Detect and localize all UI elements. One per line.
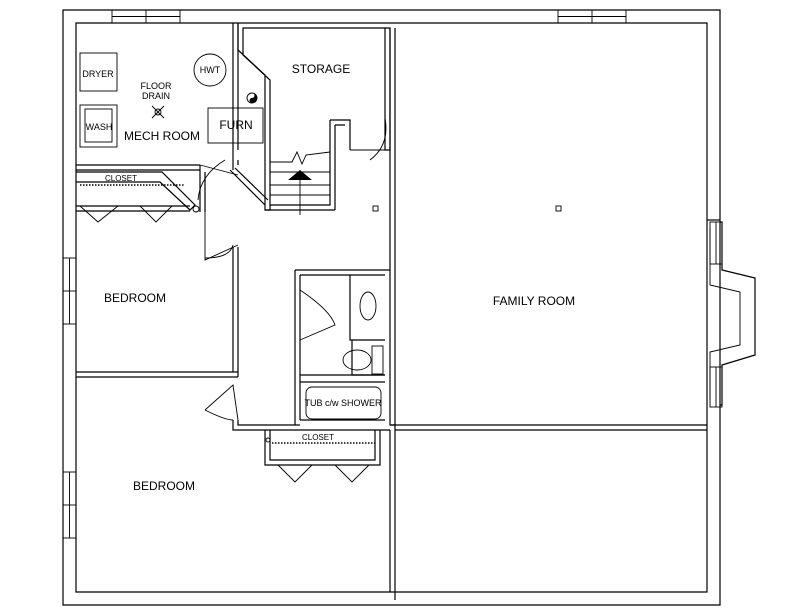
sink xyxy=(359,291,377,321)
support-posts xyxy=(372,205,562,212)
wash-label: WASH xyxy=(86,122,113,132)
dryer-box xyxy=(79,52,118,92)
toilet-bowl xyxy=(342,349,372,371)
bedroom-lower-label: BEDROOM xyxy=(133,479,195,493)
stairs xyxy=(270,150,331,215)
bath-fixtures xyxy=(305,291,384,420)
floor-drain-icon xyxy=(151,105,165,119)
bedroom-upper-label: BEDROOM xyxy=(104,291,166,305)
exterior-walls xyxy=(62,9,721,606)
closet-upper-label: CLOSET xyxy=(105,174,137,183)
yin-yang-icon xyxy=(246,92,258,104)
tub xyxy=(305,386,382,420)
furnace-box xyxy=(207,107,264,144)
room-labels: STORAGE MECH ROOM FAMILY ROOM BEDROOM BE… xyxy=(104,62,575,493)
bay-window xyxy=(709,221,756,408)
floor-drain-label-2: DRAIN xyxy=(142,91,170,101)
mech-fixtures xyxy=(79,52,264,148)
closet-lower-label: CLOSET xyxy=(302,433,334,442)
doors xyxy=(79,117,390,483)
tub-label: TUB c/w SHOWER xyxy=(304,398,382,408)
fixture-labels: DRYER WASH HWT FURN FLOOR DRAIN CLOSET C… xyxy=(82,65,382,442)
floor-drain-label-1: FLOOR xyxy=(140,81,172,91)
furn-label: FURN xyxy=(219,118,252,132)
hwt-circle xyxy=(193,53,227,87)
interior-walls xyxy=(76,23,707,600)
windows xyxy=(62,9,627,539)
dryer-label: DRYER xyxy=(82,69,114,79)
storage-label: STORAGE xyxy=(292,62,350,76)
toilet-tank xyxy=(371,345,384,375)
family-room-label: FAMILY ROOM xyxy=(493,294,575,308)
mech-room-label: MECH ROOM xyxy=(124,129,200,143)
wash-box xyxy=(79,104,118,148)
hwt-label: HWT xyxy=(200,65,221,75)
